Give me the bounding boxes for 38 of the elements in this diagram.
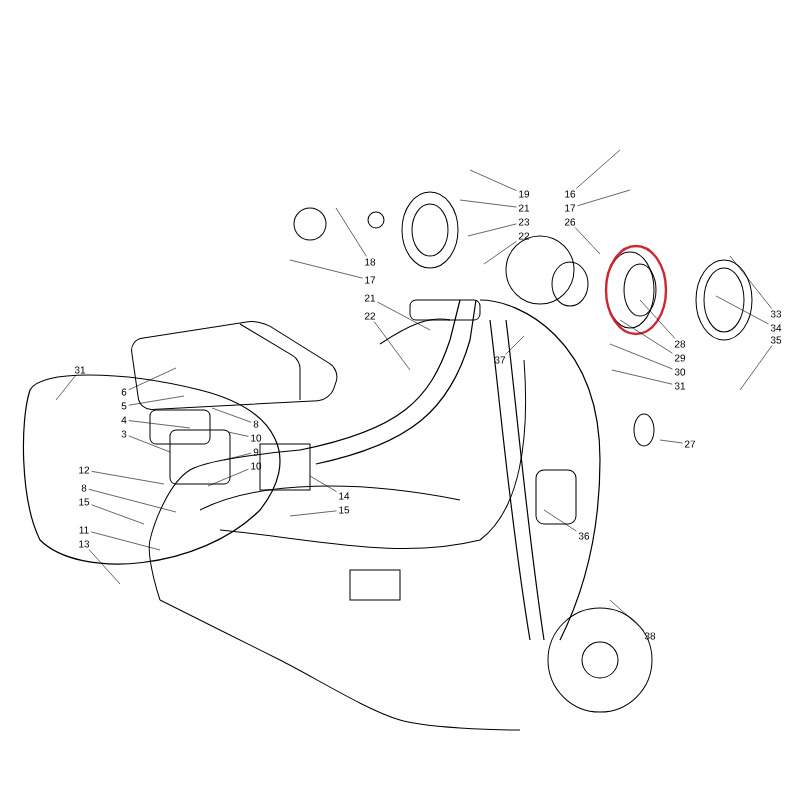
leader-line [619,319,673,354]
leader-line [91,471,165,485]
leader-line [715,295,769,325]
leader-line [467,223,517,237]
leader-line [227,431,249,437]
leader-line [309,475,337,492]
leader-line [88,488,177,513]
leader-line [729,255,772,309]
leader-line [574,227,601,255]
leader-line [223,452,252,461]
leader-line [505,335,525,355]
leader-line [335,207,367,257]
leader-line [639,299,676,339]
leader-line [459,199,517,208]
leader-line [128,367,177,391]
leader-line [611,369,673,385]
leader-line [543,509,577,532]
leader-line [659,439,683,444]
leader-line [211,407,252,423]
leader-line [373,321,411,371]
leader-line [88,549,121,585]
leader-line [289,510,337,517]
leader-line [483,241,517,265]
leader-line [128,395,185,406]
leader-line [128,435,171,453]
leader-line [609,343,673,370]
leader-line [377,301,431,331]
leader-line [289,259,363,279]
leader-line [91,504,145,525]
leader-line [609,599,645,631]
leader-line [577,189,631,207]
leader-line [469,169,517,191]
leader-line [739,345,773,391]
leader-line [90,531,161,551]
leader-line [55,375,76,401]
leader-line [128,420,191,429]
leader-line [207,468,249,487]
leader-line [576,149,621,189]
